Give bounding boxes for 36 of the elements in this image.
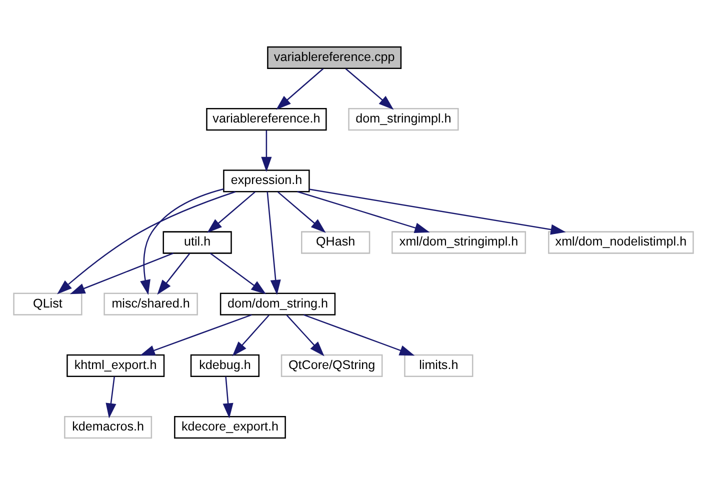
node-box: expression.h xyxy=(223,170,310,192)
arrow xyxy=(157,253,190,295)
node-box: xml/dom_stringimpl.h xyxy=(392,231,526,254)
arrow xyxy=(286,314,324,356)
arrow xyxy=(345,68,394,110)
node-box: variablereference.cpp xyxy=(267,46,402,70)
node-box: dom_stringimpl.h xyxy=(348,108,459,131)
node-box: misc/shared.h xyxy=(104,292,198,316)
arrow xyxy=(210,252,266,294)
node-box: util.h xyxy=(162,231,232,254)
arrow xyxy=(140,188,224,295)
arrow xyxy=(106,376,116,418)
arrow xyxy=(309,188,566,235)
node-box: khtml_export.h xyxy=(66,354,165,377)
arrow xyxy=(277,191,326,233)
node-box: dom/dom_string.h xyxy=(220,292,336,316)
arrow xyxy=(303,314,415,356)
arrow xyxy=(70,252,174,294)
node-box: QList xyxy=(13,292,82,316)
arrow xyxy=(276,68,324,110)
node-box: QtCore/QString xyxy=(280,354,383,377)
node-box: kdemacros.h xyxy=(64,416,152,439)
arrow xyxy=(207,191,256,233)
node-box: kdebug.h xyxy=(190,354,260,377)
node-box: kdecore_export.h xyxy=(174,416,286,439)
arrow xyxy=(297,191,430,233)
node-box: QHash xyxy=(301,231,370,254)
arrow xyxy=(140,314,252,356)
node-box: limits.h xyxy=(404,354,474,377)
arrow xyxy=(266,192,281,295)
arrow xyxy=(57,191,236,294)
arrow xyxy=(222,376,234,418)
node-box: xml/dom_nodelistimpl.h xyxy=(548,231,694,254)
arrow xyxy=(261,130,272,172)
node-box: variablereference.h xyxy=(206,108,327,131)
arrow xyxy=(232,314,270,356)
